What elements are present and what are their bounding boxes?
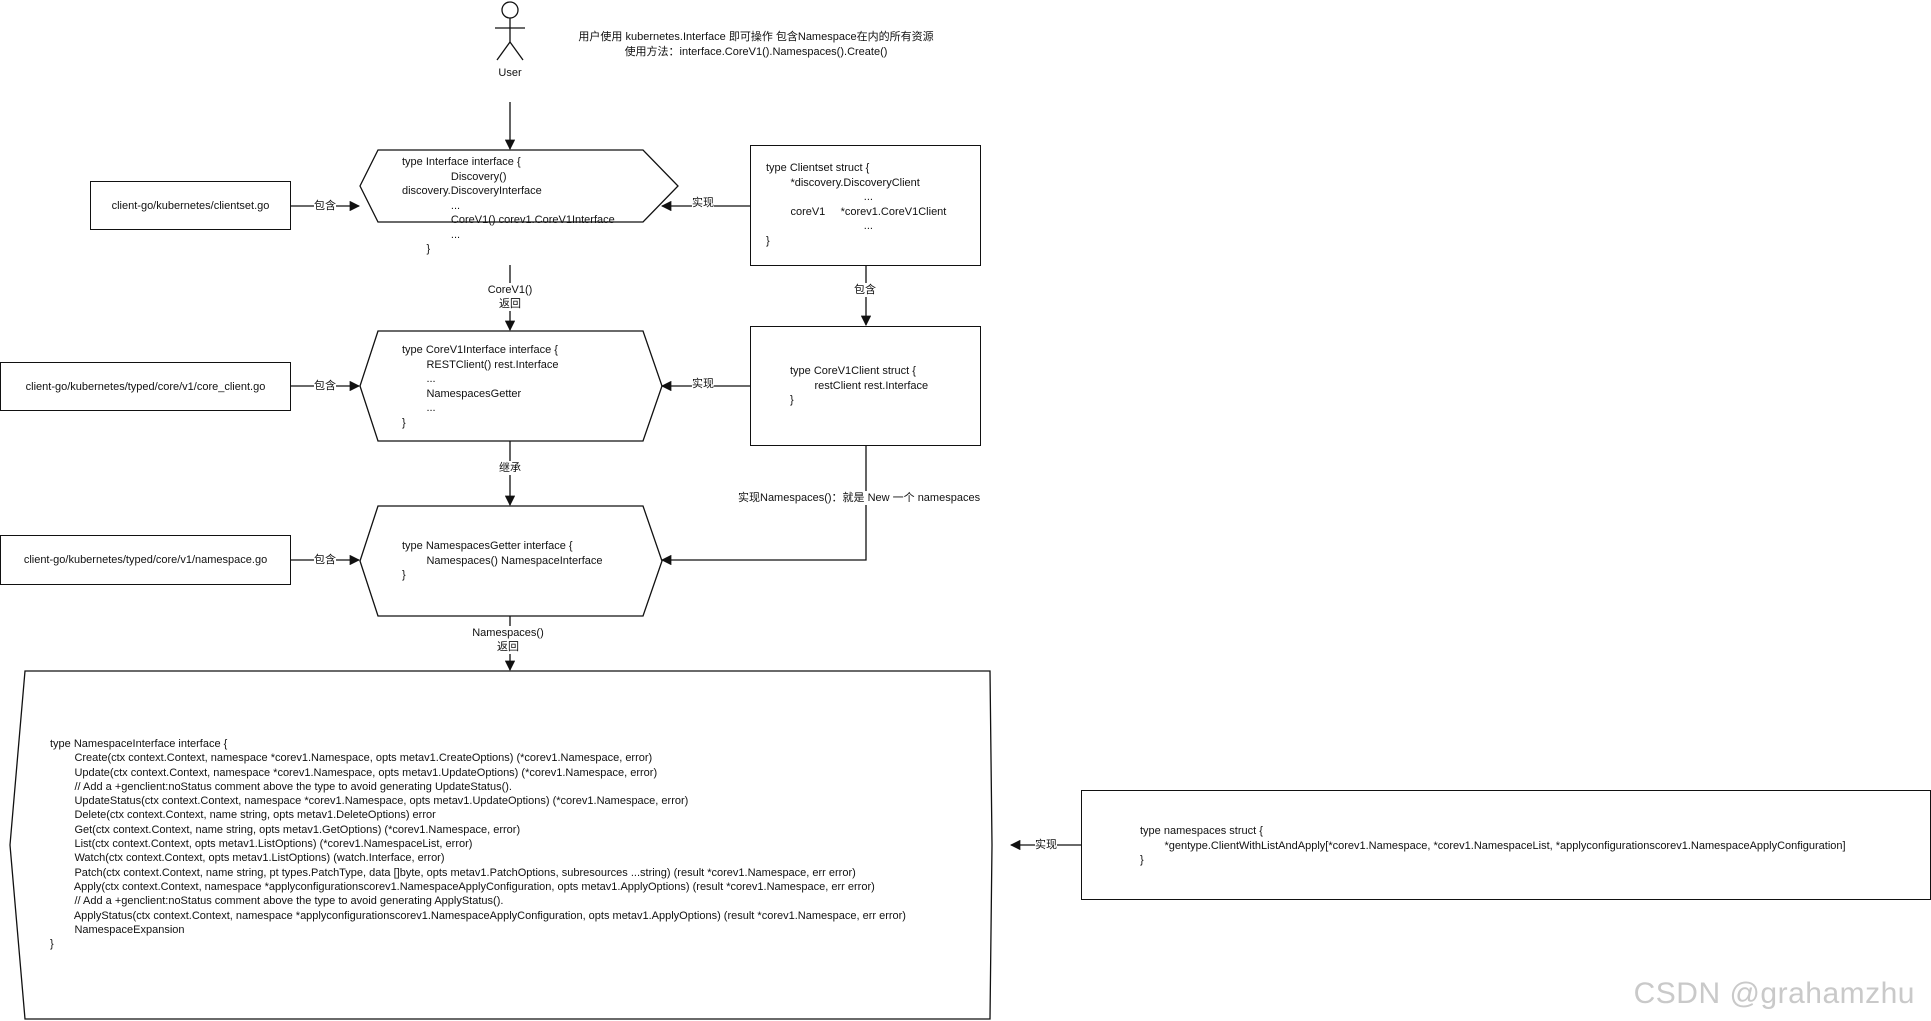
edge-corev1client-to-getter [660,446,867,566]
interface-hexagon [359,149,679,223]
namespaces-struct-box: type namespaces struct { *gentype.Client… [1081,790,1931,900]
label-implements-3: 实现 [1035,838,1057,852]
namespace-file-box: client-go/kubernetes/typed/core/v1/names… [0,535,291,585]
label-returns-1: 返回 [499,297,521,311]
label-contains-1: 包含 [314,199,336,213]
interface-code: type Interface interface { Discovery() d… [402,156,615,255]
label-impl-namespaces: 实现Namespaces()：就是 New 一个 namespaces [738,491,981,505]
label-namespaces-call: Namespaces() [472,626,544,640]
clientset-struct-box: type Clientset struct { *discovery.Disco… [750,145,981,266]
core-client-file-path: client-go/kubernetes/typed/core/v1/core_… [25,380,266,393]
corev1client-struct-code: type CoreV1Client struct { restClient re… [790,365,929,406]
label-contains-2: 包含 [314,379,336,393]
namespace-file-path: client-go/kubernetes/typed/core/v1/names… [23,554,268,566]
usage-note: 用户使用 kubernetes.Interface 即可操作 包含Namespa… [561,30,951,60]
label-contains-3: 包含 [314,553,336,567]
clientset-file-box: client-go/kubernetes/clientset.go [90,181,291,230]
namespaces-struct-code: type namespaces struct { *gentype.Client… [1140,825,1846,866]
label-corev1-call: CoreV1() [487,283,533,297]
namespaces-getter-code: type NamespacesGetter interface { Namesp… [402,540,603,581]
namespace-interface-hexagon [9,670,993,1020]
label-inherits: 继承 [499,461,521,475]
usage-note-line1: 用户使用 kubernetes.Interface 即可操作 包含Namespa… [578,31,934,43]
user-label: User [498,66,522,80]
corev1client-struct-box: type CoreV1Client struct { restClient re… [750,326,981,446]
clientset-file-path: client-go/kubernetes/clientset.go [111,199,270,212]
clientset-struct-code: type Clientset struct { *discovery.Disco… [766,162,947,247]
label-contains-clientset: 包含 [854,283,876,297]
user-actor-icon [495,1,525,61]
usage-note-line2: 使用方法：interface.CoreV1().Namespaces().Cre… [624,46,888,58]
label-implements-1: 实现 [692,196,714,210]
corev1-interface-code: type CoreV1Interface interface { RESTCli… [402,344,559,429]
namespace-interface-code: type NamespaceInterface interface { Crea… [50,738,906,951]
label-returns-2: 返回 [497,640,519,654]
watermark: CSDN @grahamzhu [1633,977,1915,1010]
label-implements-2: 实现 [692,377,714,391]
core-client-file-box: client-go/kubernetes/typed/core/v1/core_… [0,362,291,411]
